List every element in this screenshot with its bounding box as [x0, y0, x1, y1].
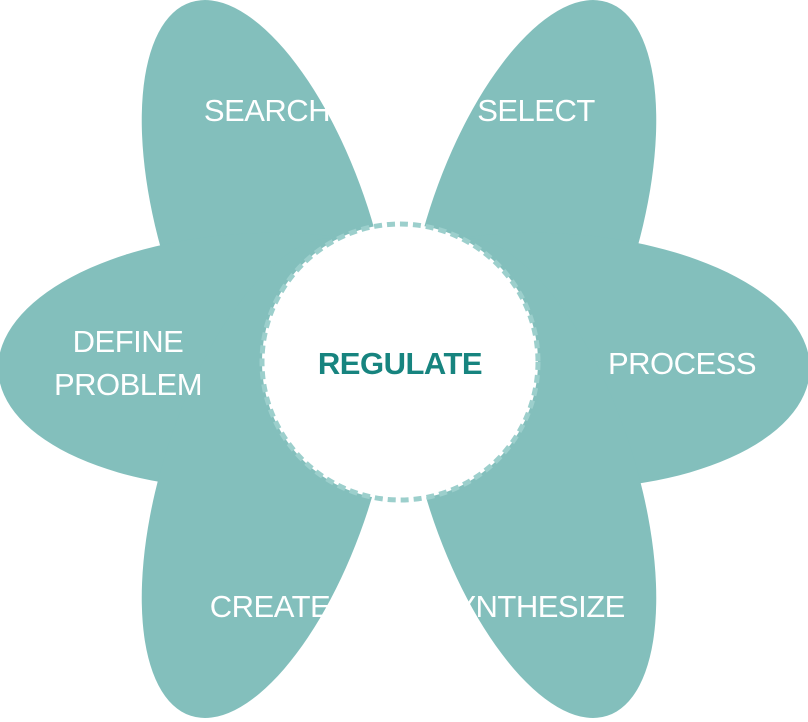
label-define-problem-line2: PROBLEM	[54, 367, 202, 402]
label-search: SEARCH	[204, 93, 330, 128]
label-process: PROCESS	[608, 346, 756, 381]
label-synthesize: SYNTHESIZE	[435, 589, 625, 624]
center-label: REGULATE	[318, 346, 482, 381]
label-create: CREATE	[210, 589, 330, 624]
center-circle	[259, 221, 541, 503]
label-select: SELECT	[477, 93, 595, 128]
label-define-problem-line1: DEFINE	[73, 324, 184, 359]
